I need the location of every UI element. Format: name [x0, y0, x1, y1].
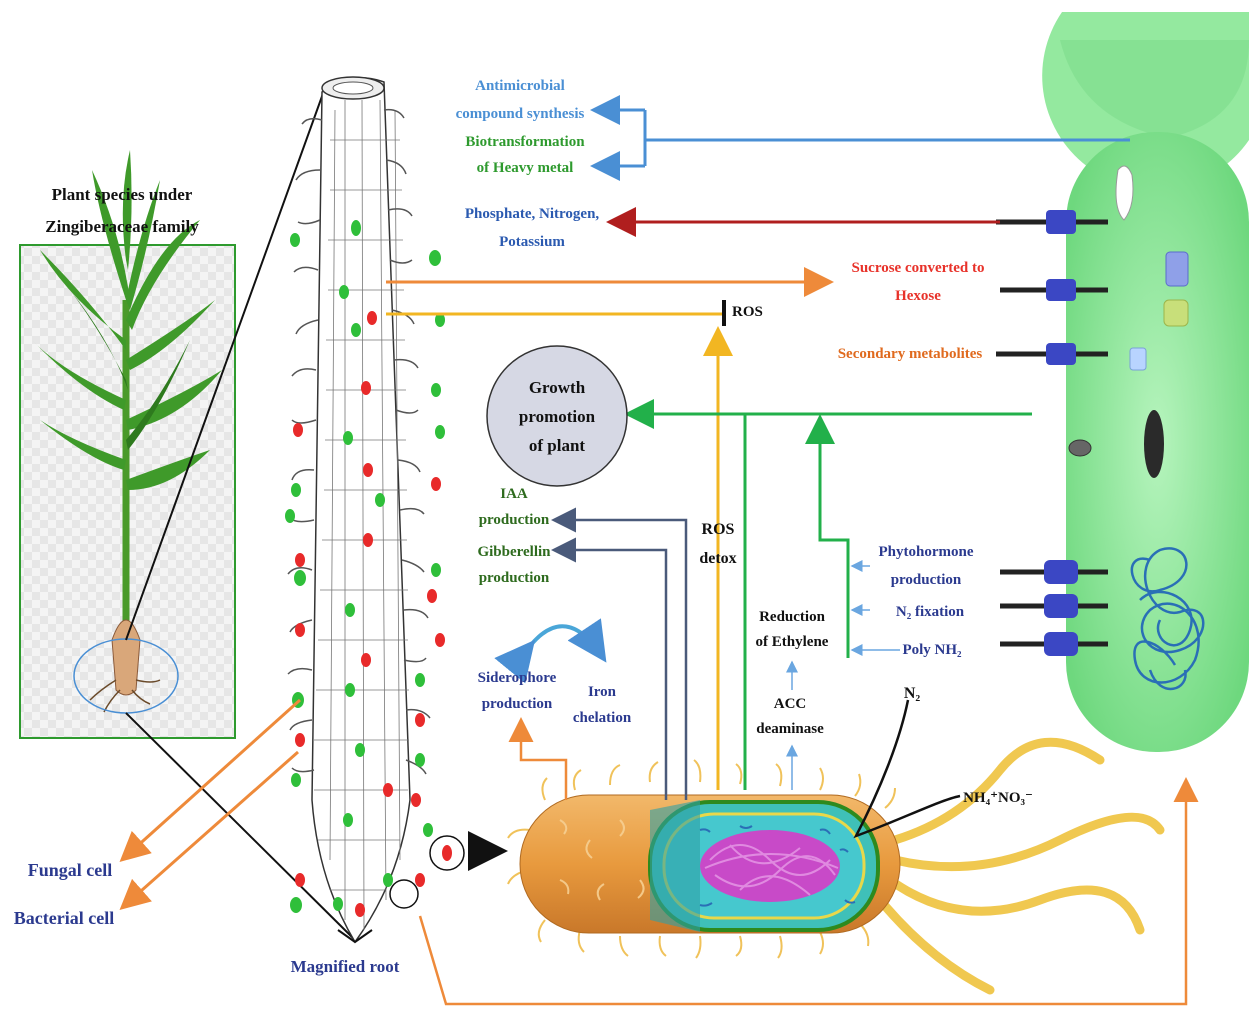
phyto-small-arrows: [792, 566, 900, 790]
label-phyto-1: Phytohormone: [879, 544, 974, 560]
label-iaa-2: production: [479, 512, 550, 528]
siderophore-iron-cycle: [530, 626, 602, 656]
label-secondary: Secondary metabolites: [838, 346, 983, 362]
label-biotrans-1: Biotransformation: [465, 134, 585, 150]
growth-line1: Growth: [529, 378, 586, 397]
plant-image-box: [20, 150, 235, 738]
flagella: [880, 742, 1160, 990]
siderophore-arrow: [521, 722, 566, 800]
label-ros-detox-1: ROS: [702, 521, 735, 538]
label-siderophore-2: production: [482, 696, 553, 712]
label-phyto-2: production: [891, 572, 962, 588]
label-n2-fixation: N₂ fixation: [896, 604, 965, 620]
label-sucrose-2: Hexose: [895, 288, 941, 304]
label-ethylene-2: of Ethylene: [756, 634, 829, 650]
label-acc-1: ACC: [774, 696, 807, 712]
label-sucrose-1: Sucrose converted to: [851, 260, 984, 276]
label-poly-nh2: Poly NH₂: [902, 642, 962, 658]
label-gibberellin-2: production: [479, 570, 550, 586]
magnified-root: [288, 77, 430, 942]
label-ros: ROS: [732, 304, 763, 320]
label-antimicrobial-1: Antimicrobial: [475, 78, 565, 94]
label-n2: N₂: [904, 685, 921, 702]
label-biotrans-2: of Heavy metal: [477, 160, 574, 176]
growth-connector: [630, 414, 1032, 790]
growth-line3: of plant: [529, 436, 586, 455]
plant-title-line1: Plant species under: [52, 185, 193, 204]
blue-connector: [596, 110, 1130, 166]
root-label: Magnified root: [291, 957, 400, 976]
nucleoid: [700, 830, 840, 902]
growth-line2: promotion: [519, 407, 596, 426]
label-iaa-1: IAA: [500, 486, 528, 502]
label-siderophore-1: Siderophore: [478, 670, 557, 686]
label-ros-detox-2: detox: [699, 550, 736, 567]
label-antimicrobial-2: compound synthesis: [456, 106, 585, 122]
label-acc-2: deaminase: [756, 721, 824, 737]
plant-title-line2: Zingiberaceae family: [45, 217, 199, 236]
label-iron-1: Iron: [588, 684, 617, 700]
hormone-connector: [556, 520, 686, 800]
host-cell: [996, 12, 1249, 752]
label-iron-2: chelation: [573, 710, 632, 726]
label-ethylene-1: Reduction: [759, 609, 825, 625]
label-nh4-no3: NH₄⁺NO₃⁻: [963, 790, 1033, 806]
bacterium: [508, 742, 1160, 990]
microbe-circle-small: [390, 880, 418, 908]
label-nutrients-1: Phosphate, Nitrogen,: [465, 206, 600, 222]
legend-bacterial: Bacterial cell: [14, 908, 114, 928]
label-gibberellin-1: Gibberellin: [477, 544, 551, 560]
bacterial-arrow: [124, 752, 298, 906]
legend-fungal: Fungal cell: [28, 860, 113, 880]
label-nutrients-2: Potassium: [499, 234, 565, 250]
